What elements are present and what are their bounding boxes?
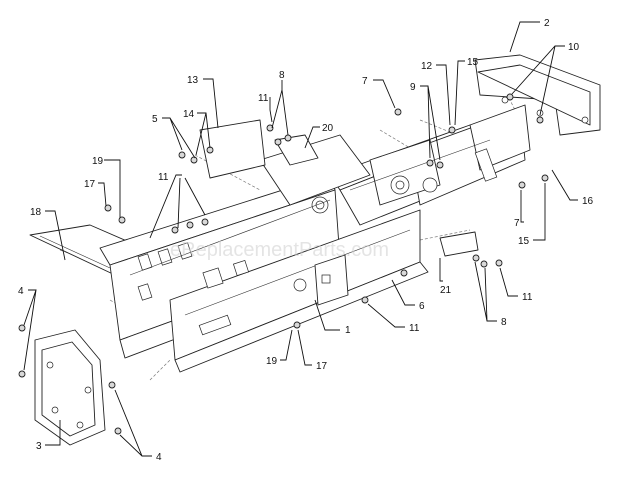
callout-19: 19 bbox=[92, 156, 104, 167]
watermark-text: eReplacementParts.com bbox=[170, 239, 389, 261]
part-2-rear-bumper bbox=[474, 54, 601, 136]
callout-7: 7 bbox=[514, 218, 520, 229]
callout-20: 20 bbox=[322, 123, 334, 134]
callout-11: 11 bbox=[158, 172, 169, 183]
callout-5: 5 bbox=[152, 114, 158, 125]
callout-labels: 1 2 3 4 4 5 6 7 7 8 8 9 10 11 11 11 11 1… bbox=[18, 18, 594, 463]
callout-1: 1 bbox=[345, 325, 351, 336]
part-13-plate bbox=[199, 119, 266, 179]
hardware-fasteners bbox=[18, 93, 549, 435]
part-3-side-plate bbox=[34, 329, 106, 446]
callout-18: 18 bbox=[30, 207, 42, 218]
callout-21: 21 bbox=[440, 285, 452, 296]
part-1-main-frame bbox=[99, 104, 531, 373]
callout-17: 17 bbox=[316, 361, 328, 372]
callout-8: 8 bbox=[279, 70, 285, 81]
callout-7: 7 bbox=[362, 76, 368, 87]
leader-lines bbox=[23, 21, 578, 457]
callout-9: 9 bbox=[410, 82, 416, 93]
callout-4: 4 bbox=[156, 452, 162, 463]
callout-6: 6 bbox=[419, 301, 425, 312]
callout-3: 3 bbox=[36, 441, 42, 452]
callout-16: 16 bbox=[582, 196, 594, 207]
callout-11: 11 bbox=[258, 93, 269, 104]
callout-15: 15 bbox=[467, 57, 479, 68]
callout-11: 11 bbox=[522, 292, 533, 303]
callout-12: 12 bbox=[421, 61, 433, 72]
part-6-bracket bbox=[314, 254, 349, 306]
callout-8: 8 bbox=[501, 317, 507, 328]
callout-17: 17 bbox=[84, 179, 96, 190]
callout-10: 10 bbox=[568, 42, 580, 53]
callout-11: 11 bbox=[409, 323, 420, 334]
callout-15: 15 bbox=[518, 236, 530, 247]
callout-4: 4 bbox=[18, 286, 24, 297]
callout-19: 19 bbox=[266, 356, 278, 367]
callout-13: 13 bbox=[187, 75, 199, 86]
callout-14: 14 bbox=[183, 109, 195, 120]
callout-2: 2 bbox=[544, 18, 550, 29]
